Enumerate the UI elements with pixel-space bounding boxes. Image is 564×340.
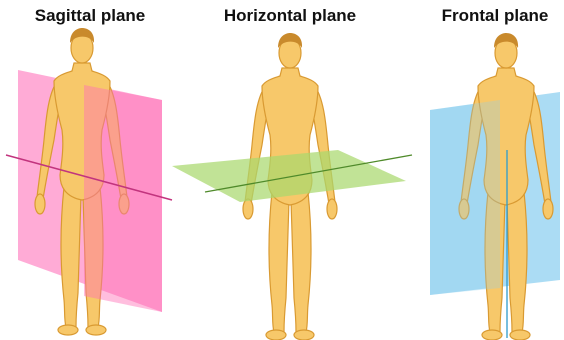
sagittal-plane-label: Sagittal plane	[20, 6, 160, 26]
horizontal-plane-label: Horizontal plane	[205, 6, 375, 26]
horizontal-plane	[172, 150, 406, 202]
sagittal-plane-front	[84, 85, 162, 312]
frontal-plane-label: Frontal plane	[428, 6, 562, 26]
frontal-plane-overlay	[430, 100, 500, 295]
